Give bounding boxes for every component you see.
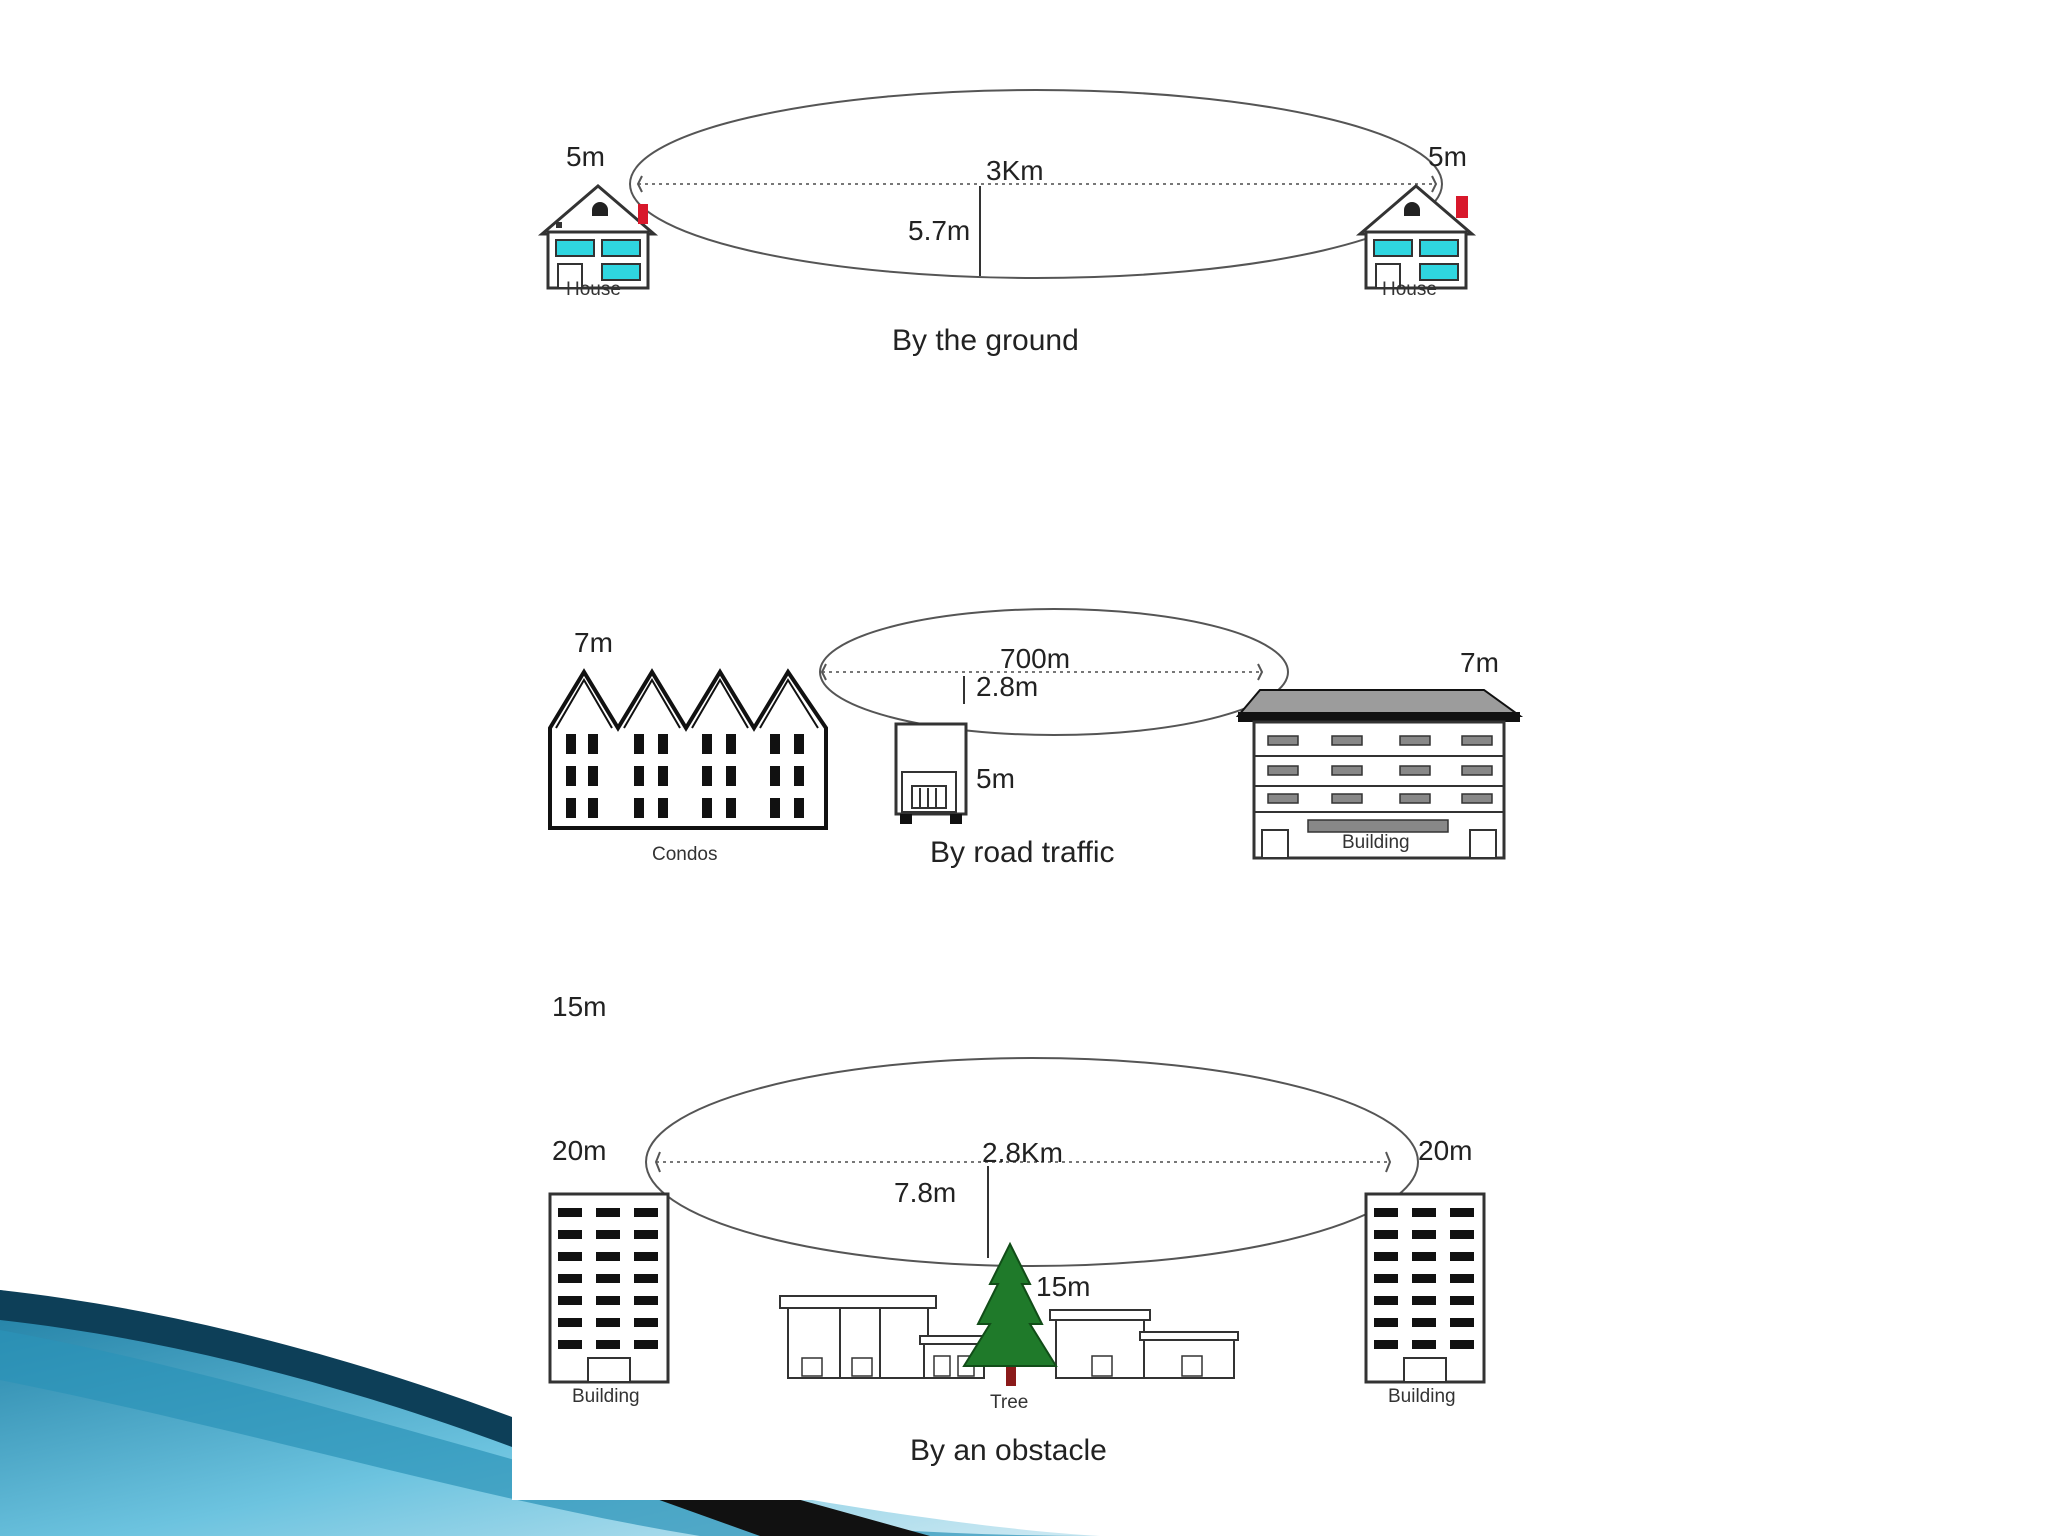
- distance-label: 3Km: [986, 155, 1044, 186]
- clearance-label: 2.8m: [976, 671, 1038, 702]
- distance-label: 2.8Km: [982, 1137, 1063, 1168]
- fresnel-zone: [645, 1057, 1419, 1267]
- fresnel-zone: [629, 89, 1443, 279]
- panel-caption: By the ground: [892, 324, 1079, 357]
- right-height-label: 7m: [1460, 647, 1499, 678]
- ground-panel: 5m 5m 3Km 5.7m House House: [537, 89, 1477, 357]
- right-height-label: 5m: [1428, 141, 1467, 172]
- clearance-label: 7.8m: [894, 1177, 956, 1208]
- tower-building-icon: [1364, 1192, 1486, 1384]
- obstacle-height-label: 5m: [976, 763, 1015, 794]
- panel-caption: By an obstacle: [910, 1434, 1107, 1467]
- left-structure-label: Condos: [652, 844, 718, 865]
- top-height-label: 15m: [552, 991, 606, 1022]
- tower-building-icon: [548, 1192, 670, 1384]
- clearance-label: 5.7m: [908, 215, 970, 246]
- obstacle-height-label: 15m: [1036, 1271, 1090, 1302]
- left-height-label: 20m: [552, 1135, 606, 1166]
- right-structure-label: Building: [1388, 1386, 1456, 1407]
- house-icon: [1355, 184, 1477, 290]
- condos-icon: [548, 668, 828, 830]
- fresnel-zone: [819, 608, 1289, 736]
- low-buildings-icon: [779, 1295, 1239, 1379]
- office-building-icon: [1235, 689, 1524, 860]
- left-height-label: 5m: [566, 141, 605, 172]
- traffic-panel: 7m 7m 700m 2.8m 5m Condos: [548, 608, 1524, 869]
- left-structure-label: House: [566, 279, 621, 300]
- center-structure-label: Tree: [990, 1392, 1028, 1413]
- right-height-label: 20m: [1418, 1135, 1472, 1166]
- panel-caption: By road traffic: [930, 836, 1115, 869]
- right-structure-label: House: [1382, 279, 1437, 300]
- house-icon: [537, 184, 659, 290]
- left-structure-label: Building: [572, 1386, 640, 1407]
- left-height-label: 7m: [574, 627, 613, 658]
- right-structure-label: Building: [1342, 832, 1410, 853]
- truck-icon: [894, 722, 968, 824]
- tree-icon: [962, 1241, 1058, 1386]
- obstacle-panel: 15m 20m 20m 2.8Km 7.8m 15m Building: [548, 991, 1486, 1467]
- distance-label: 700m: [1000, 643, 1070, 674]
